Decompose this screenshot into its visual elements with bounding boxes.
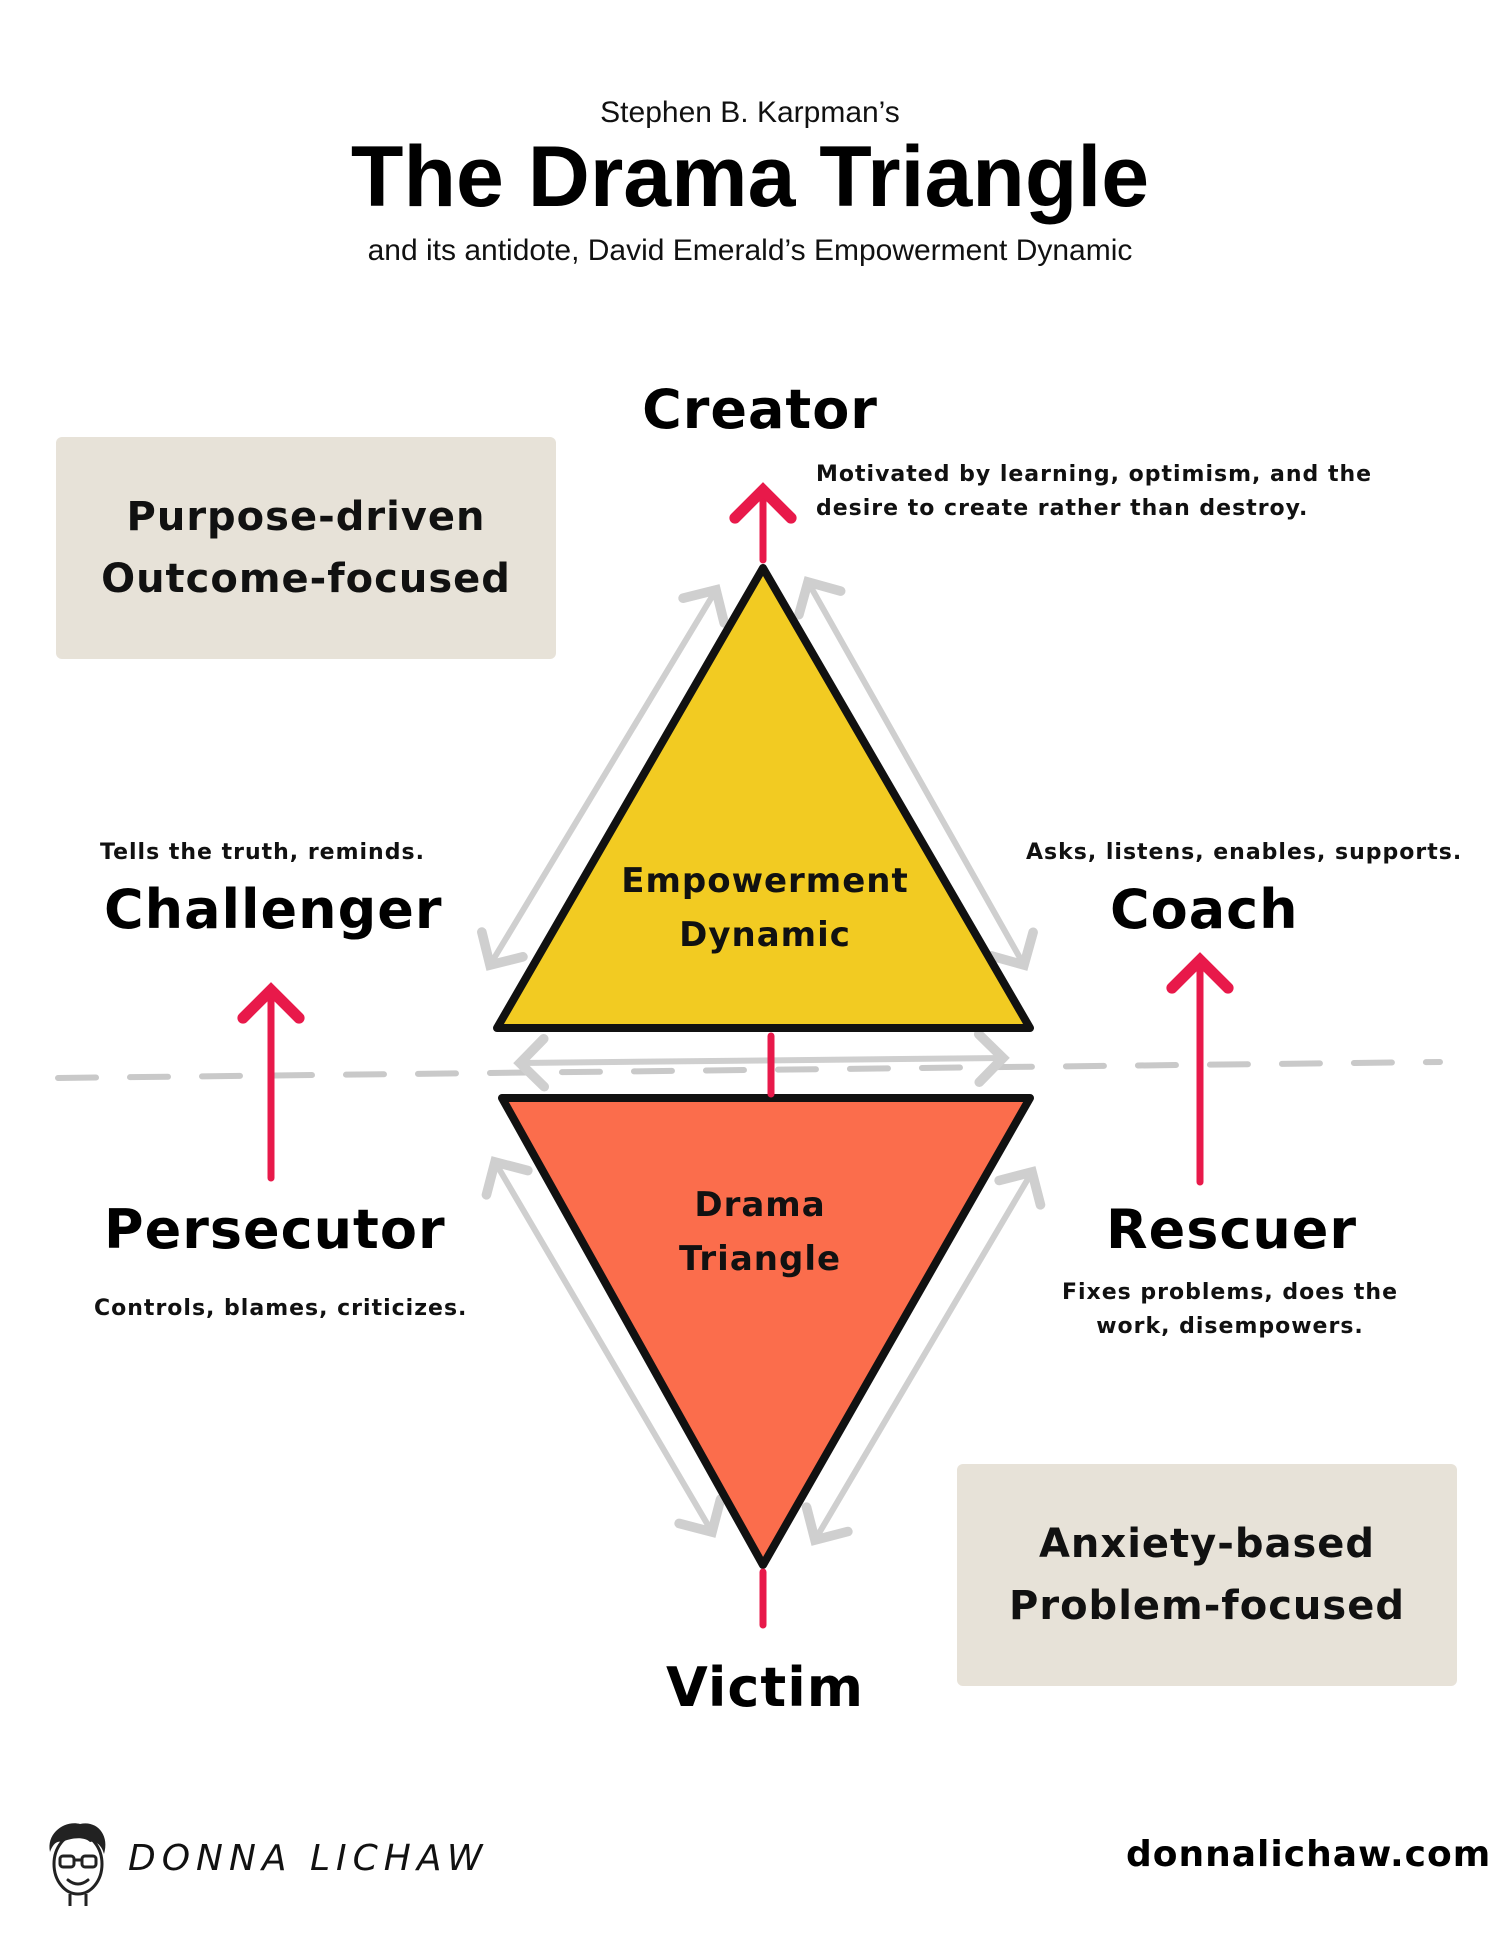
creator-description: Motivated by learning, optimism, and the… (816, 458, 1376, 526)
drama-label-line-1: Drama (694, 1185, 826, 1225)
persecutor-description: Controls, blames, criticizes. (94, 1296, 468, 1321)
empowerment-label-line-2: Dynamic (679, 915, 851, 955)
author-name: DONNA LICHAW (128, 1838, 489, 1879)
website-link[interactable]: donnalichaw.com (1126, 1834, 1492, 1875)
coach-description: Asks, listens, enables, supports. (1026, 840, 1463, 865)
gray-arrow-middle (513, 1029, 1010, 1092)
gray-arrow-lower-right (801, 1166, 1046, 1546)
challenger-description: Tells the truth, reminds. (100, 840, 425, 865)
drama-triangle (498, 1094, 1034, 1569)
rescuer-description: Fixes problems, does the work, disempowe… (1040, 1276, 1420, 1344)
drama-triangle-label: Drama Triangle (640, 1178, 880, 1286)
rescuer-label: Rescuer (1106, 1198, 1358, 1261)
page-title: The Drama Triangle (350, 129, 1150, 225)
problem-box: Anxiety-based Problem-focused (957, 1464, 1457, 1686)
gray-arrow-upper-left (477, 584, 729, 971)
problem-box-line-2: Problem-focused (1009, 1583, 1405, 1629)
page-subtitle: and its antidote, David Emerald’s Empowe… (367, 234, 1133, 267)
challenger-label: Challenger (104, 878, 443, 941)
persecutor-label: Persecutor (104, 1198, 446, 1261)
victim-label: Victim (666, 1656, 864, 1719)
outcome-box-line-1: Purpose-driven (126, 494, 486, 540)
empowerment-triangle-label: Empowerment Dynamic (590, 854, 940, 962)
separator-dashed-line (55, 1059, 1443, 1081)
author-avatar-icon (49, 1823, 106, 1906)
rescuer-description-line-1: Fixes problems, does the (1061, 1280, 1399, 1305)
outcome-box: Purpose-driven Outcome-focused (56, 437, 556, 659)
outcome-box-line-2: Outcome-focused (101, 556, 511, 602)
empowerment-label-line-1: Empowerment (621, 861, 909, 901)
gray-arrow-lower-left (481, 1156, 726, 1538)
creator-description-line-1: Motivated by learning, optimism, and the (816, 462, 1373, 487)
coach-label: Coach (1110, 878, 1299, 941)
rescuer-description-line-2: work, disempowers. (1096, 1314, 1364, 1339)
gray-arrow-upper-right (794, 576, 1038, 971)
empowerment-triangle (493, 564, 1034, 1032)
problem-box-line-1: Anxiety-based (1038, 1521, 1376, 1567)
drama-label-line-2: Triangle (678, 1239, 842, 1279)
creator-label: Creator (642, 378, 878, 441)
creator-description-line-2: desire to create rather than destroy. (816, 496, 1309, 521)
kicker-text: Stephen B. Karpman’s (600, 96, 900, 129)
